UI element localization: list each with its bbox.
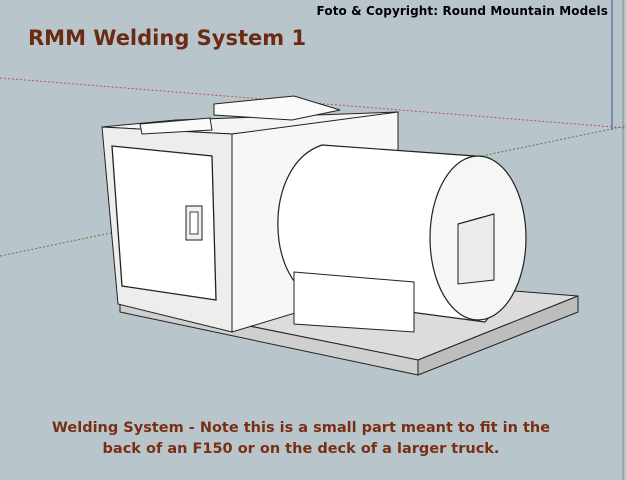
cabinet-door — [111, 145, 217, 301]
copyright-text: Foto & Copyright: Round Mountain Models — [316, 4, 608, 18]
vent-left — [139, 117, 213, 135]
caption: Welding System - Note this is a small pa… — [0, 418, 602, 460]
vent-right — [213, 95, 341, 121]
motor-mount — [293, 271, 415, 333]
base-deck-side — [417, 295, 579, 376]
viewport-edge — [622, 0, 624, 480]
caption-line-2: back of an F150 or on the deck of a larg… — [102, 441, 500, 457]
terminal-box — [457, 213, 495, 285]
page-title: RMM Welding System 1 — [28, 26, 307, 50]
caption-line-1: Welding System - Note this is a small pa… — [51, 420, 551, 436]
green-axis-line — [0, 125, 626, 257]
